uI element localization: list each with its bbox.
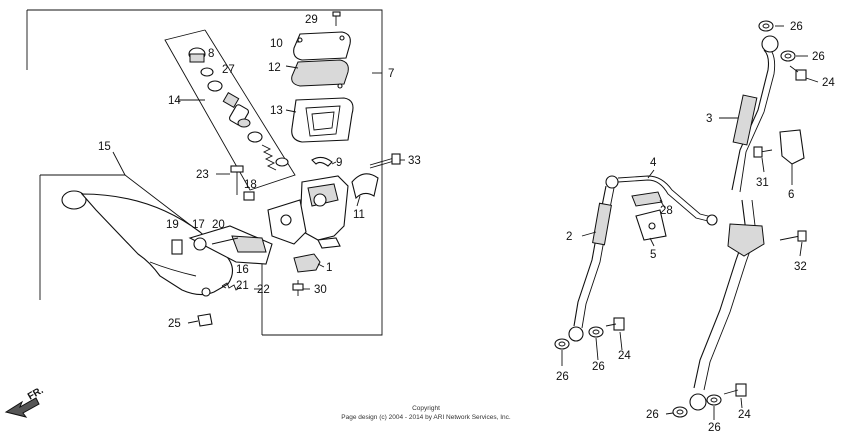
callout-4: 4 [650,157,657,169]
spring-21 [221,282,242,291]
callout-1: 1 [326,262,332,274]
callout-29: 29 [305,14,318,26]
callout-6: 6 [788,189,794,201]
hose-3 [731,35,779,193]
callout-26-right: 26 [812,51,825,63]
callout-labels: 29 10 8 27 12 7 14 13 15 9 33 23 18 11 1… [98,14,835,434]
bolt-32 [779,230,807,242]
pin-20 [211,237,239,245]
callout-5: 5 [650,249,656,261]
callout-9: 9 [336,157,342,169]
bolt-24-mid [605,317,625,331]
clip-9 [311,156,333,167]
switch-1 [293,253,321,273]
direction-label: FR. [26,385,46,403]
callout-28: 28 [660,205,673,217]
reservoir-cap [293,31,351,61]
callout-32: 32 [794,261,807,273]
callout-7: 7 [388,68,394,80]
callout-12: 12 [268,62,281,74]
callout-10: 10 [270,38,283,50]
bracket-6 [779,129,805,165]
leader-lines [112,25,819,420]
copyright-text: Page design (c) 2004 - 2014 by ARI Netwo… [341,414,511,421]
piston-kit-parts [188,47,289,171]
front-direction-arrow-icon: FR. [4,385,46,418]
callout-21: 21 [236,280,249,292]
callout-18: 18 [244,179,257,191]
callout-15: 15 [98,141,111,153]
bolt-24-bot [723,383,747,397]
callout-26-mid-a: 26 [556,371,569,383]
adjuster-17 [193,237,207,251]
callout-24-mid: 24 [618,350,631,362]
piston-kit-frame [164,29,296,191]
callout-3: 3 [706,113,712,125]
pivot-bolt-19 [171,239,183,255]
brake-lever [61,190,273,297]
callout-33: 33 [408,155,421,167]
screw-29 [332,11,341,26]
callout-14: 14 [168,95,181,107]
washer-26-right [780,50,796,62]
bolt-24-top [789,65,807,81]
callout-26-bot-a: 26 [646,409,659,421]
screw-30 [292,280,304,296]
callout-23: 23 [196,169,209,181]
hose-main [689,199,765,411]
nut-18 [243,191,255,201]
callout-24-bot: 24 [738,409,751,421]
callout-30: 30 [314,284,327,296]
callout-22: 22 [257,284,270,296]
nut-25 [197,313,213,327]
callout-20: 20 [212,219,225,231]
master-cylinder-frame [26,9,383,336]
washer-26-bot-a [672,406,688,418]
callout-19: 19 [166,219,179,231]
washer-26-mid-a [554,338,570,350]
washer-26-mid-b [588,326,604,338]
bolt-33 [369,153,401,169]
callout-11: 11 [353,209,365,221]
copyright: Copyright Page design (c) 2004 - 2014 by… [341,405,511,421]
callout-17: 17 [192,219,205,231]
washer-26-top [758,20,774,32]
hose-2 [568,175,619,342]
callout-13: 13 [270,105,283,117]
clamp-holder [351,173,379,200]
copyright-title: Copyright [412,405,440,412]
callout-27: 27 [222,64,235,76]
master-cylinder-body [267,175,349,249]
callout-26-bot-b: 26 [708,422,721,434]
cap-plate [291,59,349,89]
callout-16: 16 [236,264,249,276]
callout-2: 2 [566,231,572,243]
screw-23 [230,165,244,195]
callout-26-top: 26 [790,21,803,33]
bracket-5 [635,209,667,241]
callout-8: 8 [208,48,214,60]
callout-24-top: 24 [822,77,835,89]
diaphragm [291,97,354,143]
callout-26-mid-b: 26 [592,361,605,373]
callout-25: 25 [168,318,181,330]
callout-31: 31 [756,177,769,189]
bolt-31 [753,146,773,158]
clip-28 [631,191,663,207]
pipe-4 [617,175,718,226]
washer-26-bot-b [706,394,722,406]
